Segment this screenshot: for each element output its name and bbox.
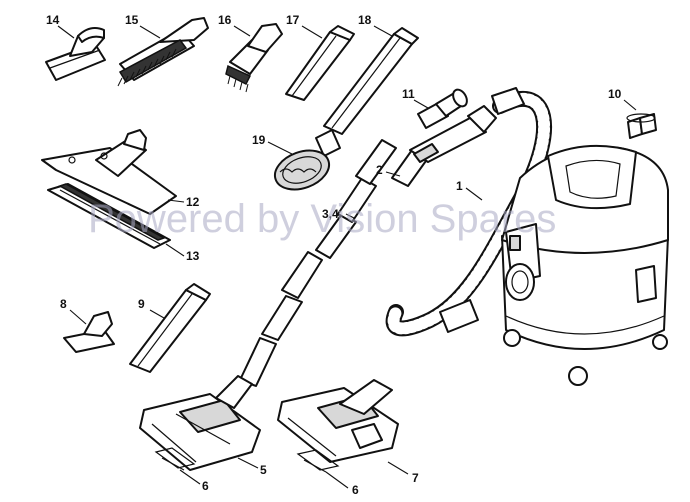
- leader-5: [237, 457, 259, 469]
- vacuum-cleaner-unit: [501, 144, 669, 386]
- leader-10: [623, 99, 637, 111]
- callout-6-left: 6: [202, 479, 209, 493]
- callout-18: 18: [358, 13, 372, 27]
- part-10-clip: [626, 113, 657, 139]
- part-5-floor-nozzle: [139, 375, 261, 471]
- callout-16: 16: [218, 13, 232, 27]
- part-7-floor-nozzle: [277, 379, 399, 463]
- leader-14: [57, 25, 75, 39]
- leader-19: [267, 141, 293, 155]
- callout-7: 7: [412, 471, 419, 485]
- callout-5: 5: [260, 463, 267, 477]
- leader-9: [149, 309, 165, 319]
- callout-17: 17: [286, 13, 300, 27]
- callout-19: 19: [252, 133, 266, 147]
- part-3-4-suction-tubes: [239, 139, 397, 387]
- leader-18: [373, 25, 393, 37]
- part-8-small-nozzle: [63, 311, 115, 353]
- part-17-flat-nozzle: [285, 25, 355, 101]
- leader-6-right: [325, 471, 349, 489]
- callout-10: 10: [608, 87, 622, 101]
- part-19-polishing-pad: [273, 129, 341, 191]
- callout-9: 9: [138, 297, 145, 311]
- leader-7: [387, 461, 409, 475]
- part-14-upholstery-nozzle: [45, 27, 106, 81]
- part-1-suction-hose: [385, 87, 553, 337]
- part-2-handle-bend: [391, 105, 497, 187]
- callout-13: 13: [186, 249, 200, 263]
- callout-8: 8: [60, 297, 67, 311]
- part-18-crevice-tool: [323, 27, 419, 135]
- leader-13: [165, 243, 185, 257]
- leader-3-4: [345, 213, 355, 219]
- callout-2: 2: [376, 163, 383, 177]
- part-12-floor-nozzle: [41, 129, 177, 215]
- callout-11: 11: [402, 87, 415, 101]
- part-15-dusting-brush: [117, 17, 209, 87]
- leader-6-left: [179, 469, 201, 485]
- leader-11: [413, 99, 429, 109]
- part-16-round-brush: [225, 23, 283, 93]
- part-9-crevice-nozzle: [129, 283, 211, 373]
- leader-12: [167, 199, 185, 203]
- part-6-strip-left: [154, 447, 196, 471]
- callout-15: 15: [125, 13, 139, 27]
- callout-3-4: 3,4: [322, 207, 339, 221]
- part-11-adapter: [417, 88, 468, 129]
- part-6-strip-right: [296, 449, 340, 473]
- leader-15: [139, 25, 161, 39]
- leader-1: [465, 187, 483, 201]
- leader-8: [69, 309, 87, 325]
- leader-17: [301, 25, 323, 39]
- callout-14: 14: [46, 13, 60, 27]
- part-13-rubber-strip: [47, 183, 171, 249]
- callout-12: 12: [186, 195, 200, 209]
- leader-2: [385, 171, 401, 177]
- watermark-text: Powered by Vision Spares: [88, 197, 556, 241]
- callout-6-right: 6: [352, 483, 359, 497]
- callout-1: 1: [456, 179, 463, 193]
- leader-16: [233, 25, 251, 37]
